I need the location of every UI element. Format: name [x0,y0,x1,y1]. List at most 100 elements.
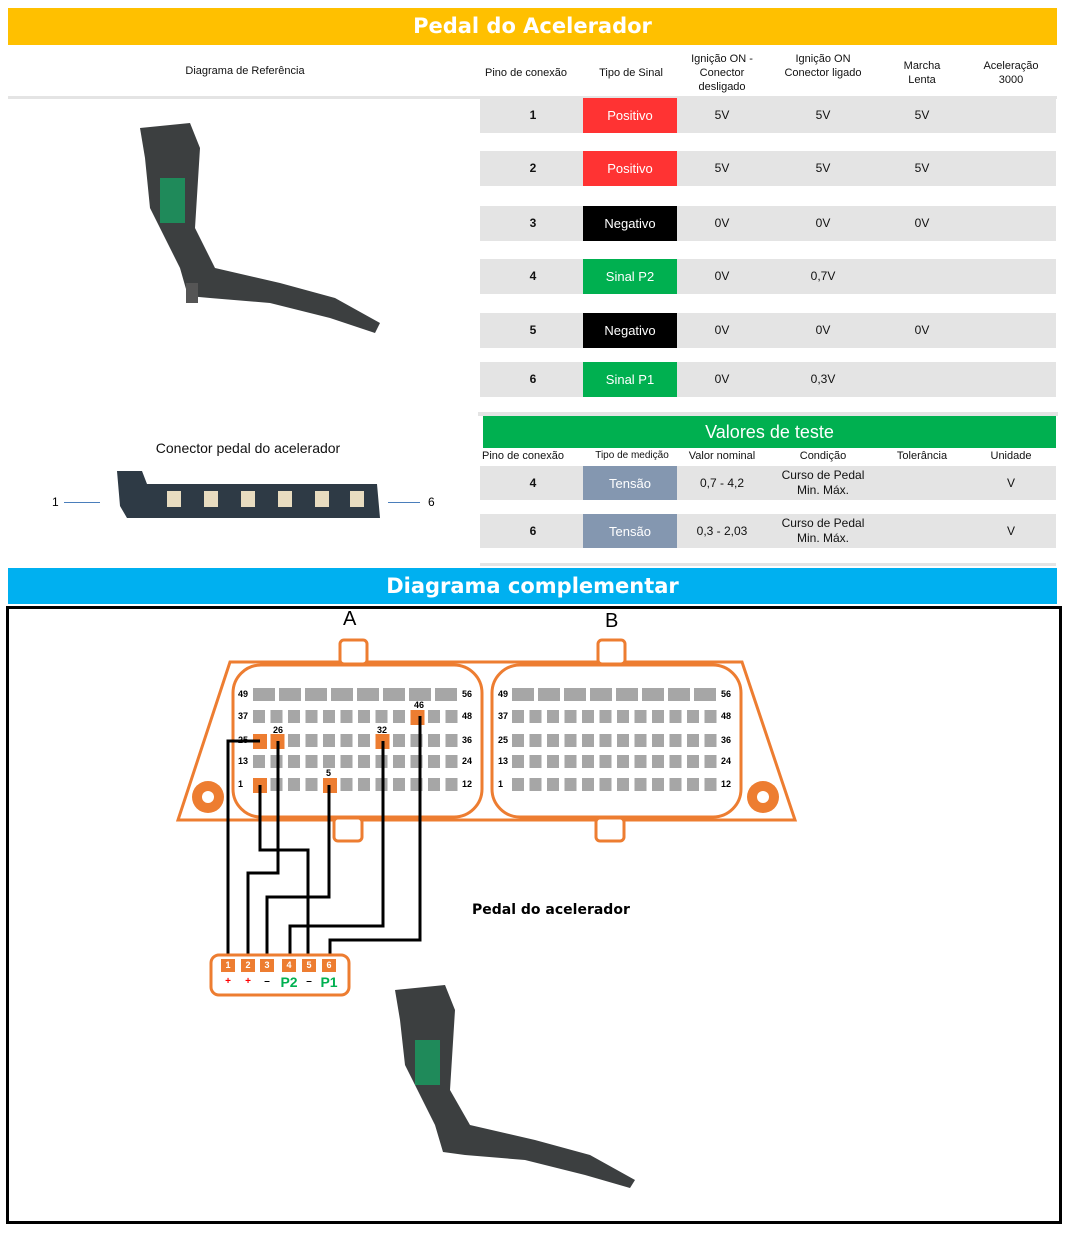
test-type: Tensão [583,466,677,500]
pedal-pin [221,959,235,972]
pin-pad [599,734,612,747]
row-ign-on: 5V [815,161,831,175]
pin-pad [529,755,542,768]
pin-pad [564,734,577,747]
table-row: 4 Sinal P2 0V 0,7V [480,259,1056,294]
row-ign-on: 0,7V [810,269,836,283]
pedal-pin-number: 2 [245,960,251,970]
pin-pad [582,755,594,768]
pin-pad [323,710,335,723]
pin-pad [642,688,664,701]
row-label-a-right: 56 [462,689,473,699]
pin-pad [288,778,300,791]
row-marcha: 5V [914,108,930,122]
row-marcha: 5V [914,161,930,175]
pin-pad [687,755,699,768]
test-pino: 6 [529,523,537,538]
pin-pad [547,710,559,723]
pin-pad-highlighted [410,710,425,725]
housing-bottom-tab [594,816,626,843]
row-label-b-left: 13 [498,756,509,766]
row-ign-on: 5V [815,108,831,122]
pin-pad [512,755,524,768]
pin-pad [428,734,440,747]
test-header-condicao: Condição [799,450,847,462]
wire [265,785,331,960]
pin-pad [652,755,664,768]
pedal-pin [282,959,296,972]
header-divider [8,96,1057,99]
row-pino: 1 [529,108,537,122]
pin-pad [582,778,594,791]
row-label-b-left: 1 [498,779,504,789]
pedal-pin-number: 5 [306,960,312,970]
pin-pad [270,710,283,723]
pin-pad [358,755,370,768]
arrow-left-icon [388,502,420,503]
pin-pad [634,734,647,747]
pin-pad [668,688,690,701]
pin-pad [529,734,542,747]
pin-pad [358,710,370,723]
pedal-pin [241,959,255,972]
pin-pad [393,710,405,723]
connector-b-label: B [605,610,619,632]
row-ign-off: 0V [714,372,730,386]
pin-pad [512,778,524,791]
pin-pad [599,710,612,723]
header-ref: Diagrama de Referência [185,65,305,77]
pin-32-label: 32 [377,725,388,735]
table-row: 3 Negativo 0V 0V 0V [480,206,1056,241]
connector-a-body [231,663,484,819]
test-title-bar: Valores de teste [483,416,1056,448]
pin-26-label: 26 [273,725,284,735]
pin-pad [564,755,577,768]
row-signal-type: Positivo [583,151,677,186]
row-label-b-left: 37 [498,711,509,721]
pin-pad [323,734,335,747]
pin-pad [538,688,560,701]
row-pino: 5 [529,323,537,337]
wire [258,785,310,960]
pin-pad [547,755,559,768]
row-ign-off: 0V [714,323,730,337]
row-label-a-right: 36 [462,735,473,745]
header-marcha: Marcha Lenta [903,60,941,86]
connector-a-label: A [343,608,357,630]
title-bar: Pedal do Acelerador [8,8,1057,45]
connector-caption: Conector pedal do acelerador [155,440,341,456]
row-marcha: 0V [914,216,930,230]
pin-pad [305,710,318,723]
test-unidade: V [1006,523,1015,538]
pin-pad [393,778,405,791]
pin-pad [428,778,440,791]
table-row: 6 Sinal P1 0V 0,3V [480,362,1056,397]
row-label-a-right: 12 [462,779,473,789]
row-signal-type: Negativo [583,206,677,241]
pedal-pin-sign: + [225,976,231,987]
ecu-housing [175,660,798,822]
row-label-b-right: 36 [721,735,732,745]
connector-pin-left-label: 1 [52,495,59,509]
row-pino: 6 [529,372,537,386]
pin-pad [617,778,629,791]
pedal-pin [322,959,336,972]
pin-pad [599,755,612,768]
pin-pad [547,778,559,791]
table-row: 2 Positivo 5V 5V 5V [480,151,1056,186]
pedal-image-diagram [395,985,635,1188]
row-ign-off: 5V [714,108,730,122]
pin-pad [669,778,682,791]
test-pino: 4 [529,475,537,490]
test-valor: 0,7 - 4,2 [699,475,745,490]
row-label-a-left: 49 [238,689,249,699]
wire [226,739,260,960]
pin-pad [590,688,612,701]
pin-pad [383,688,405,701]
pin-pad [323,755,335,768]
pin-pad [669,755,682,768]
pin-pad [599,778,612,791]
